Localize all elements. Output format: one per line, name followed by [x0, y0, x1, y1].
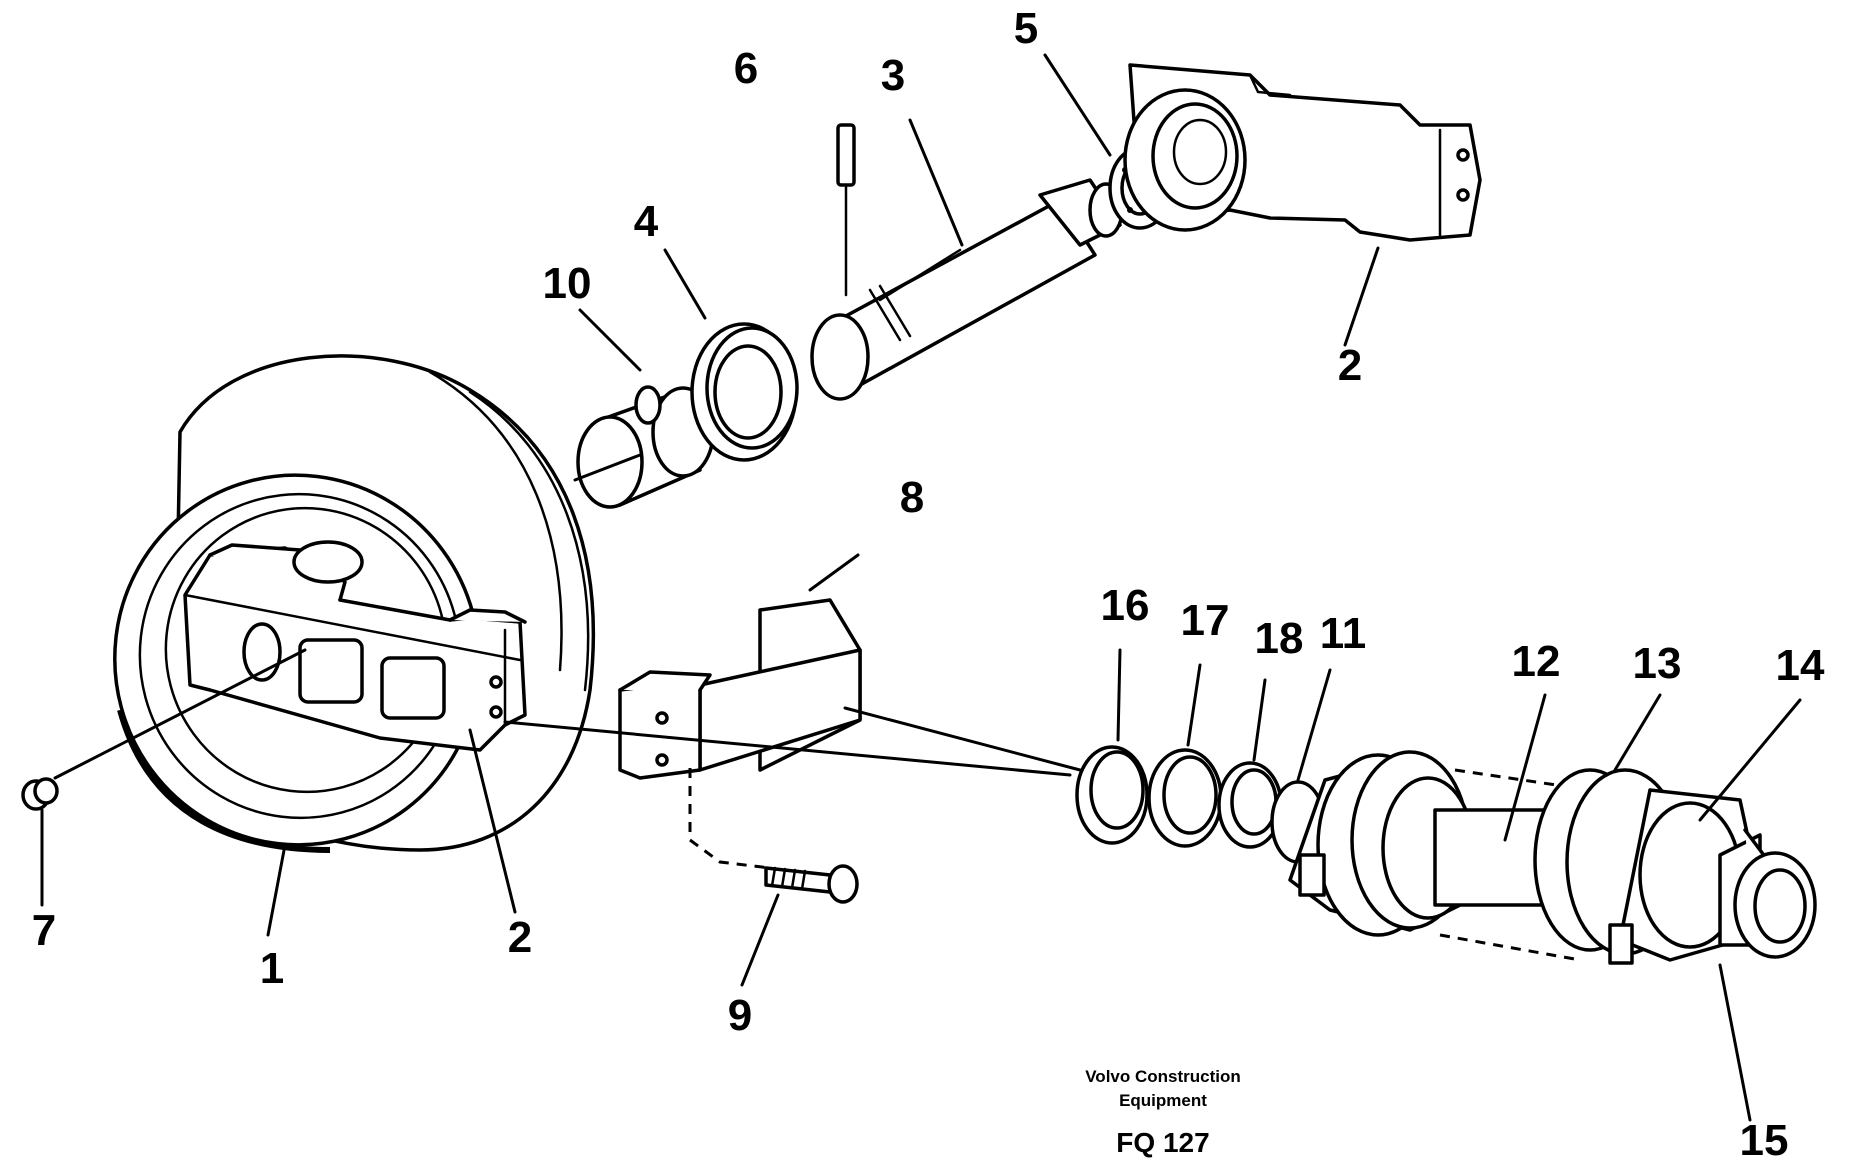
bracket-rear — [1123, 63, 1482, 242]
label-14: 14 — [1776, 641, 1825, 690]
label-8: 8 — [900, 473, 924, 522]
label-2-front: 2 — [508, 913, 532, 962]
label-15: 15 — [1740, 1116, 1789, 1161]
adapter-block — [618, 598, 862, 780]
label-11: 11 — [1320, 609, 1367, 658]
leader-lines — [40, 53, 1802, 1122]
label-17: 17 — [1181, 596, 1230, 645]
label-16: 16 — [1101, 581, 1150, 630]
plug — [21, 777, 59, 811]
label-3: 3 — [881, 51, 905, 100]
shaft — [810, 178, 1124, 401]
pin — [836, 123, 856, 297]
label-6: 6 — [734, 44, 758, 93]
bracket-front — [183, 540, 527, 752]
tension-cylinder — [1288, 750, 1817, 965]
label-12: 12 — [1512, 637, 1561, 686]
seal-ring — [690, 322, 799, 462]
seal-rings — [1075, 745, 1283, 849]
label-4: 4 — [634, 197, 659, 246]
bolt — [764, 864, 859, 904]
bushing — [576, 385, 715, 509]
figure-code: FQ 127 — [1116, 1127, 1209, 1158]
label-7: 7 — [32, 906, 56, 955]
part-labels: 7 1 2 9 8 10 4 6 3 5 2 16 17 18 11 12 13… — [32, 4, 1825, 1161]
label-9: 9 — [728, 991, 752, 1040]
label-10: 10 — [543, 259, 592, 308]
label-18: 18 — [1255, 614, 1304, 663]
figure-caption: Volvo Construction Equipment FQ 127 — [1085, 1067, 1241, 1158]
label-5: 5 — [1014, 4, 1038, 53]
label-1: 1 — [260, 944, 284, 993]
caption-line-1: Volvo Construction — [1085, 1067, 1241, 1086]
caption-line-2: Equipment — [1119, 1091, 1207, 1110]
label-13: 13 — [1633, 639, 1682, 688]
label-2-rear: 2 — [1338, 341, 1362, 390]
